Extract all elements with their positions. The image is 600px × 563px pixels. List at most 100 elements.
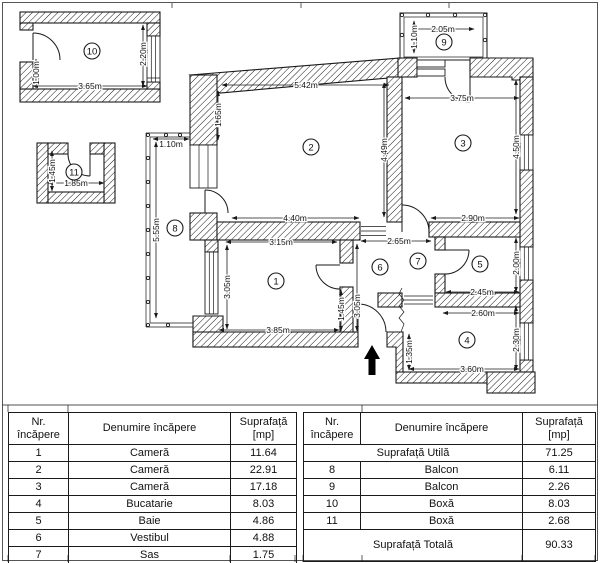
- window-icon: [146, 35, 161, 83]
- dimension-label: 2.20m: [138, 42, 148, 66]
- entrance-arrow-icon: [364, 345, 380, 375]
- svg-text:3: 3: [460, 139, 465, 150]
- dimension-lines: [32, 20, 520, 371]
- dimension-label: 3.65m: [78, 81, 102, 91]
- table-row-utila: Suprafață Utilă 71.25: [303, 444, 596, 462]
- dimension-label: 3.05m: [222, 275, 232, 299]
- room-number-badge: 11: [65, 163, 83, 181]
- dimension-label: 2.05m: [431, 24, 455, 34]
- room-number-badge: 3: [454, 134, 472, 152]
- header-suprafata: Suprafață[mp]: [522, 412, 596, 445]
- door-arc-icon: [32, 32, 61, 61]
- header-denumire: Denumire încăpere: [360, 412, 523, 445]
- room-number-badge: 9: [435, 33, 453, 51]
- dimension-label: 1.65m: [213, 103, 223, 127]
- room-number-badge: 5: [471, 255, 489, 273]
- dimension-label: 5.55m: [151, 218, 161, 242]
- svg-text:4: 4: [464, 336, 469, 347]
- svg-text:9: 9: [441, 38, 446, 49]
- dimension-label: 1.45m: [336, 297, 346, 321]
- door-arc-icon: [401, 204, 430, 233]
- break-zigzag: [398, 287, 405, 333]
- door-arc-icon: [315, 264, 341, 290]
- dimension-label: 2.60m: [471, 308, 495, 318]
- window-icon: [189, 144, 218, 189]
- dimension-label: 3.60m: [460, 364, 484, 374]
- dimension-label: 5.42m: [294, 80, 318, 90]
- dimension-label: 2.65m: [387, 236, 411, 246]
- door-arc-icon: [204, 189, 229, 214]
- room-number-badge: 7: [409, 252, 427, 270]
- header-nr: Nr.încăpere: [303, 412, 361, 445]
- header-nr: Nr.încăpere: [8, 412, 69, 445]
- svg-text:5: 5: [477, 260, 482, 271]
- utila-label: Suprafață Utilă: [303, 444, 523, 462]
- dimension-label: 3.15m: [269, 237, 293, 247]
- room-number-badge: 2: [302, 138, 320, 156]
- svg-text:6: 6: [377, 263, 382, 274]
- window-icon: [416, 59, 446, 77]
- window-icon: [519, 246, 534, 281]
- table-header-row: Nr.încăpere Denumire încăpere Suprafață[…: [303, 412, 596, 445]
- dimension-label: 1.00m: [31, 61, 41, 85]
- dimension-label: 2.45m: [470, 287, 494, 297]
- room-11-boxa: [36, 142, 116, 204]
- window-icon: [519, 134, 534, 171]
- dimension-label: 1.10m: [159, 139, 183, 149]
- dimension-label: 3.85m: [266, 325, 290, 335]
- balcony-9-railing: [399, 12, 488, 61]
- room-number-badge: 1: [267, 272, 285, 290]
- svg-text:1: 1: [273, 277, 278, 288]
- header-denumire: Denumire încăpere: [68, 412, 231, 445]
- right-area-table: Nr.încăpere Denumire încăpere Suprafață[…: [303, 412, 596, 562]
- window-icon: [204, 251, 219, 315]
- dimension-label: 3.05m: [352, 294, 362, 318]
- dimension-label: 2.90m: [461, 213, 485, 223]
- table-header-row: Nr.încăpere Denumire încăpere Suprafață[…: [8, 412, 297, 445]
- header-suprafata: Suprafață[mp]: [230, 412, 297, 445]
- utila-value: 71.25: [522, 444, 596, 462]
- dimension-label: 1.10m: [409, 25, 419, 49]
- dimension-labels: 3.65m 2.20m 1.00m 1.85m 1.45m 2.05m 1.10…: [30, 23, 523, 376]
- totala-value: 90.33: [522, 529, 596, 562]
- door-arc-icon: [357, 303, 387, 333]
- door-arcs: [204, 76, 471, 333]
- dimension-label: 4.40m: [283, 213, 307, 223]
- apartment-windows: [189, 59, 534, 361]
- window-icon: [519, 322, 534, 361]
- room-number-badge: 4: [458, 331, 476, 349]
- room-number-badges: 1 2 3 4 5 6 7 8 9 10 11: [65, 33, 489, 349]
- dimension-label: 1.45m: [47, 159, 57, 183]
- room-number-badge: 8: [166, 219, 184, 237]
- svg-text:10: 10: [87, 47, 98, 58]
- svg-text:11: 11: [69, 168, 79, 179]
- svg-text:8: 8: [172, 224, 177, 235]
- totala-label: Suprafață Totală: [303, 529, 523, 562]
- svg-text:7: 7: [415, 257, 420, 268]
- dimension-label: 1.85m: [64, 178, 88, 188]
- left-area-table: Nr.încăpere Denumire încăpere Suprafață[…: [8, 412, 297, 563]
- openings: [361, 226, 433, 333]
- dimension-label: 2.00m: [511, 251, 521, 275]
- dimension-label: 2.30m: [511, 328, 521, 352]
- dimension-label: 4.49m: [379, 138, 389, 162]
- room-10-boxa: [19, 11, 161, 103]
- room-number-badge: 10: [83, 42, 101, 60]
- dimension-label: 1.35m: [404, 340, 414, 364]
- table-row-totala: Suprafață Totală 90.33: [303, 529, 596, 562]
- apartment-walls: [188, 57, 536, 394]
- door-arc-icon: [444, 249, 470, 275]
- balcony-8-railing: [145, 132, 193, 328]
